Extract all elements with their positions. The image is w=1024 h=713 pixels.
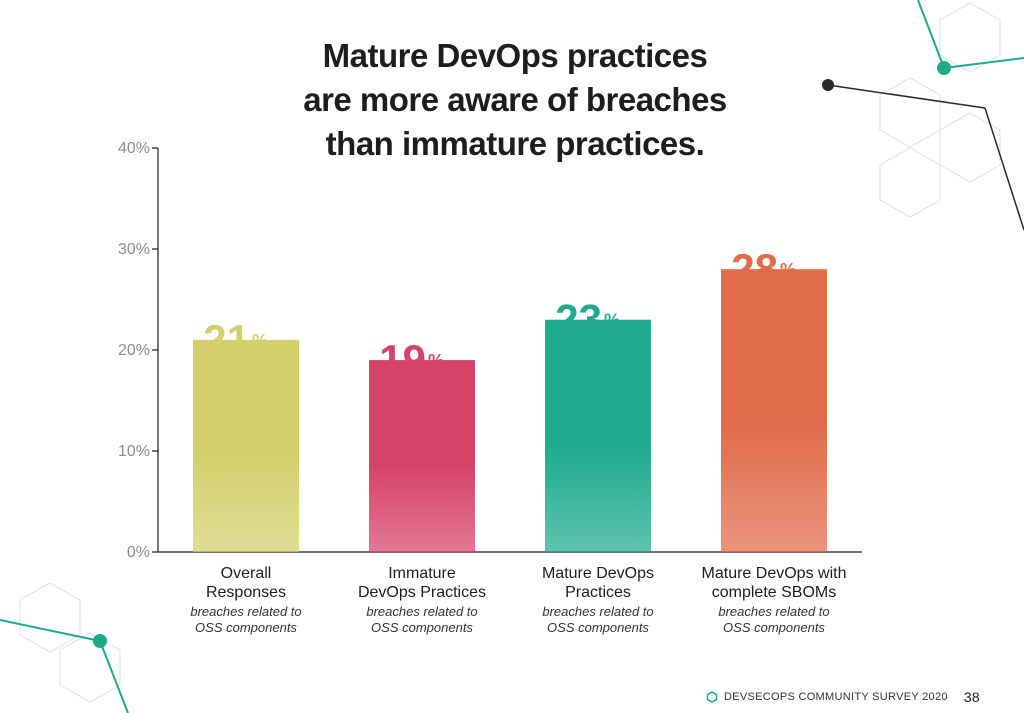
- category-label: Responses: [206, 584, 286, 601]
- bar-value-label: 21: [203, 316, 250, 363]
- bar: [369, 360, 475, 552]
- y-tick-label: 20%: [118, 342, 150, 359]
- hexagon-icon: [706, 691, 718, 703]
- category-label: Practices: [565, 584, 631, 601]
- category-label: Mature DevOps with: [702, 565, 847, 582]
- y-tick-label: 40%: [118, 140, 150, 157]
- bar: [193, 339, 299, 552]
- y-tick-label: 10%: [118, 443, 150, 460]
- bar: [721, 269, 827, 552]
- category-label: Overall: [221, 565, 272, 582]
- y-tick-label: 30%: [118, 241, 150, 258]
- page-number: 38: [963, 689, 980, 705]
- category-sublabel: breaches related to: [190, 604, 301, 619]
- bar-value-label: 28: [731, 245, 778, 292]
- category-sublabel: OSS components: [195, 620, 297, 635]
- bar: [545, 319, 651, 552]
- bar-value-suffix: %: [252, 331, 268, 351]
- category-sublabel: breaches related to: [542, 604, 653, 619]
- category-sublabel: OSS components: [723, 620, 825, 635]
- bar-value-suffix: %: [428, 351, 444, 371]
- footer: DEVSECOPS COMMUNITY SURVEY 2020 38: [706, 689, 980, 705]
- category-label: Immature: [388, 565, 456, 582]
- category-label: DevOps Practices: [358, 584, 486, 601]
- category-sublabel: OSS components: [371, 620, 473, 635]
- bar-value-label: 23: [555, 296, 602, 343]
- bar-value-suffix: %: [604, 311, 620, 331]
- title-line: Mature DevOps practices: [322, 37, 708, 74]
- category-sublabel: breaches related to: [718, 604, 829, 619]
- category-label: Mature DevOps: [542, 565, 654, 582]
- bar-value-label: 19: [379, 336, 426, 383]
- y-tick-label: 0%: [127, 544, 150, 561]
- title-line: are more aware of breaches: [303, 81, 727, 118]
- category-sublabel: breaches related to: [366, 604, 477, 619]
- footer-survey-name: DEVSECOPS COMMUNITY SURVEY 2020: [723, 691, 948, 703]
- title-line: than immature practices.: [325, 125, 705, 162]
- category-label: complete SBOMs: [712, 584, 836, 601]
- bar-value-suffix: %: [780, 260, 796, 280]
- category-sublabel: OSS components: [547, 620, 649, 635]
- chart-title: Mature DevOps practices are more aware o…: [230, 34, 800, 166]
